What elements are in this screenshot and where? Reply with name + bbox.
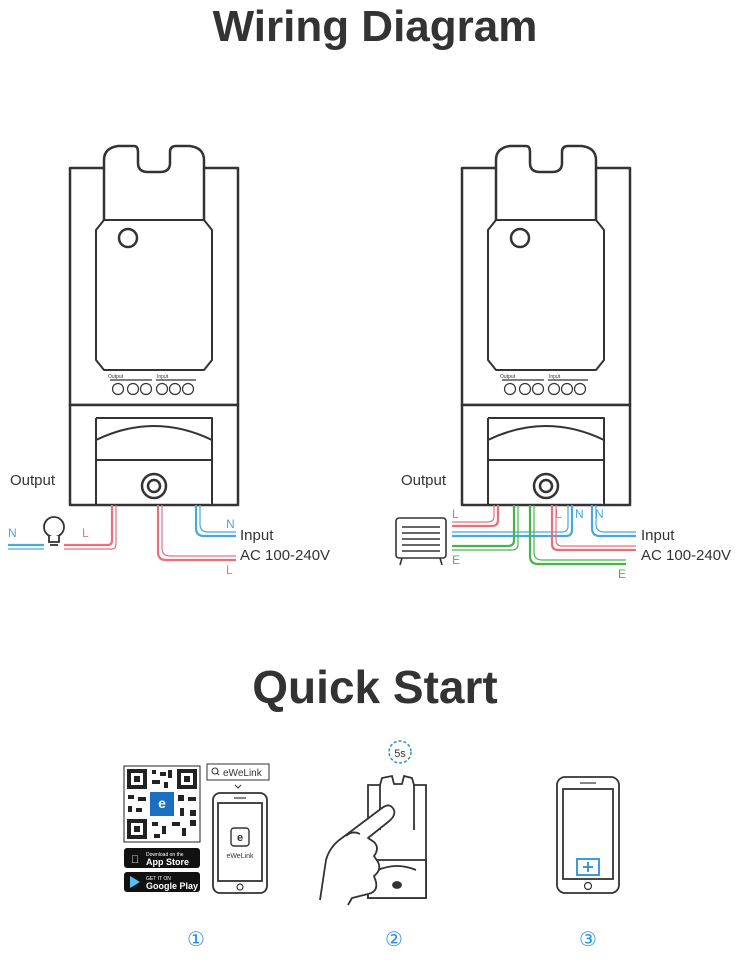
wiring-diagram-1: Output Input N L N L Output Input AC 100… <box>8 144 330 577</box>
wire-label-n-load: N <box>8 526 17 540</box>
terminal-output-label-2: Output <box>500 374 516 380</box>
wire-label-n-input-2: N <box>595 507 604 521</box>
terminal-input-label-2: Input <box>549 374 561 380</box>
input-label-2: Input <box>641 527 675 544</box>
wire-label-l-input: L <box>226 563 233 577</box>
terminal-block-1 <box>110 379 196 396</box>
wire-label-e-input-2: E <box>618 567 626 581</box>
wire-earth-load-2 <box>452 505 516 548</box>
wiring-diagram-title: Wiring Diagram <box>212 2 538 51</box>
wire-neutral-load-2 <box>452 505 574 538</box>
wire-live-load <box>64 505 114 547</box>
timer-text: 5s <box>394 748 406 760</box>
switch-device-small <box>367 774 427 899</box>
switch-device-1 <box>68 144 240 507</box>
phone-app-name: eWeLink <box>226 853 254 860</box>
output-label-2: Output <box>401 472 447 489</box>
ac-label-2: AC 100-240V <box>641 547 731 564</box>
wire-label-n-input: N <box>226 517 235 531</box>
app-store-small-text: Download on the <box>146 852 184 858</box>
step-number-3: ③ <box>579 929 597 951</box>
output-label-1: Output <box>10 472 56 489</box>
terminal-block-2 <box>502 379 588 396</box>
heater-icon <box>395 517 447 566</box>
step-number-2: ② <box>385 929 403 951</box>
app-store-badge[interactable]:  Download on the App Store <box>124 848 200 868</box>
input-label-1: Input <box>240 527 274 544</box>
app-store-big-text: App Store <box>146 857 189 867</box>
quick-start-steps: e  Download on the App Store GET IT ON … <box>123 740 620 951</box>
step-number-1: ① <box>187 929 205 951</box>
google-play-small-text: GET IT ON <box>146 876 171 882</box>
quick-start-title: Quick Start <box>252 661 498 713</box>
svg-text:e: e <box>158 795 166 811</box>
google-play-badge[interactable]: GET IT ON Google Play <box>124 872 200 892</box>
wiring-diagram-2: Output Input L E L N N E Output Inpu <box>395 144 731 581</box>
wire-label-l-2: L <box>555 507 562 521</box>
wire-label-e-load-2: E <box>452 553 460 567</box>
app-search-text: eWeLink <box>223 768 263 779</box>
svg-text:e: e <box>237 832 243 844</box>
hand-icon <box>319 804 396 906</box>
wire-live-input <box>156 505 236 562</box>
wire-label-l-load-2: L <box>452 507 459 521</box>
terminal-output-label-1: Output <box>108 374 124 380</box>
timer-icon: 5s <box>388 740 412 764</box>
ewelink-app-icon: e <box>230 827 250 847</box>
ac-label-1: AC 100-240V <box>240 547 330 564</box>
wire-live-load-2 <box>452 505 500 528</box>
svg-text::  <box>131 854 139 866</box>
switch-device-2 <box>460 144 632 507</box>
add-device-icon[interactable] <box>576 858 600 876</box>
wire-label-n-2: N <box>575 507 584 521</box>
terminal-input-label-1: Input <box>157 374 169 380</box>
app-search-pill: eWeLink <box>206 763 270 789</box>
qr-code-icon: e <box>123 765 201 843</box>
wire-neutral-input-2 <box>590 505 636 538</box>
bulb-icon <box>43 516 65 546</box>
google-play-big-text: Google Play <box>146 881 198 891</box>
wire-live-input-2 <box>550 505 636 552</box>
wire-label-l-load: L <box>82 526 89 540</box>
wire-earth-input-2 <box>528 505 626 566</box>
wire-neutral-input <box>194 505 236 538</box>
